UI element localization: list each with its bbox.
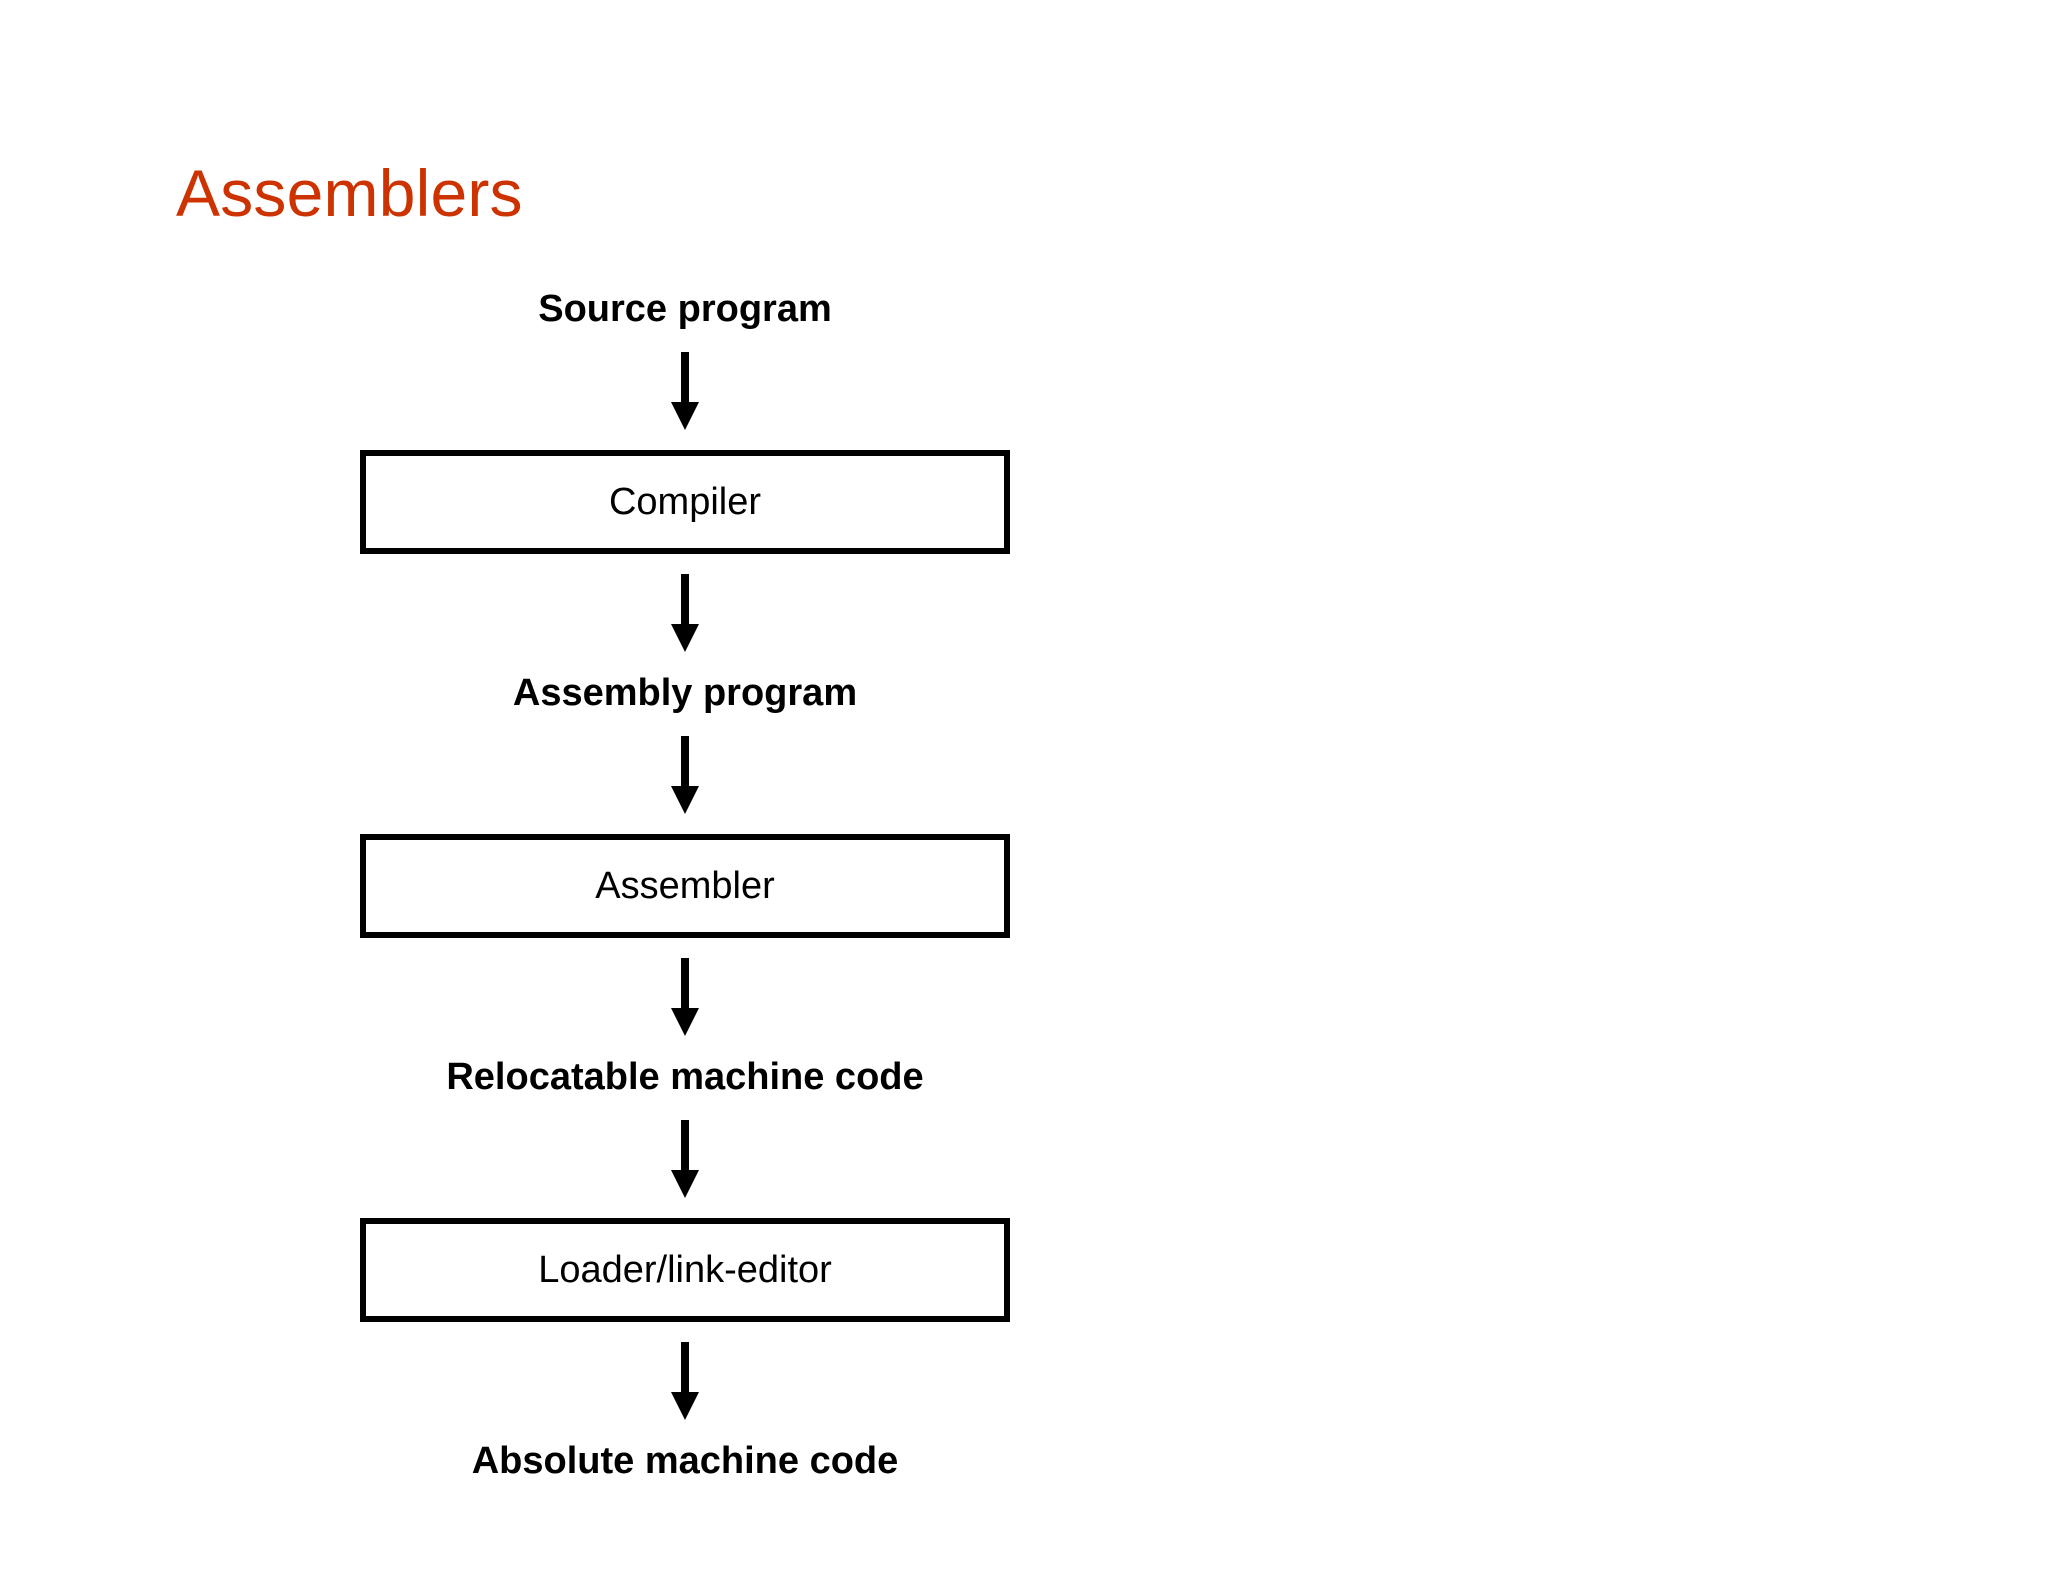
node-compiler[interactable]: Compiler	[360, 449, 1010, 554]
arrow-loader-link-editor-to-absolute-machine-code	[665, 1341, 705, 1420]
arrow-source-program-to-compiler	[665, 351, 705, 430]
arrow-assembler-to-relocatable-machine-code	[665, 957, 705, 1036]
node-assembler[interactable]: Assembler	[360, 833, 1010, 938]
arrow-compiler-to-assembly-program	[665, 573, 705, 652]
node-compiler-label: Compiler	[608, 480, 762, 523]
node-assembly-program: Assembly program	[512, 671, 858, 714]
arrow-relocatable-machine-code-to-loader-link-editor	[665, 1119, 705, 1198]
node-assembler-label: Assembler	[595, 864, 775, 907]
arrow-assembly-program-to-assembler	[665, 735, 705, 814]
node-loader-link-editor[interactable]: Loader/link-editor	[360, 1217, 1010, 1322]
node-loader-link-editor-label: Loader/link-editor	[538, 1248, 832, 1291]
compilation-pipeline-diagram: Source program Compiler Assembly program	[360, 288, 1010, 1482]
page-title: Assemblers	[176, 156, 523, 230]
node-relocatable-machine-code: Relocatable machine code	[446, 1055, 924, 1098]
node-absolute-machine-code: Absolute machine code	[471, 1439, 899, 1482]
node-source-program: Source program	[538, 288, 832, 330]
